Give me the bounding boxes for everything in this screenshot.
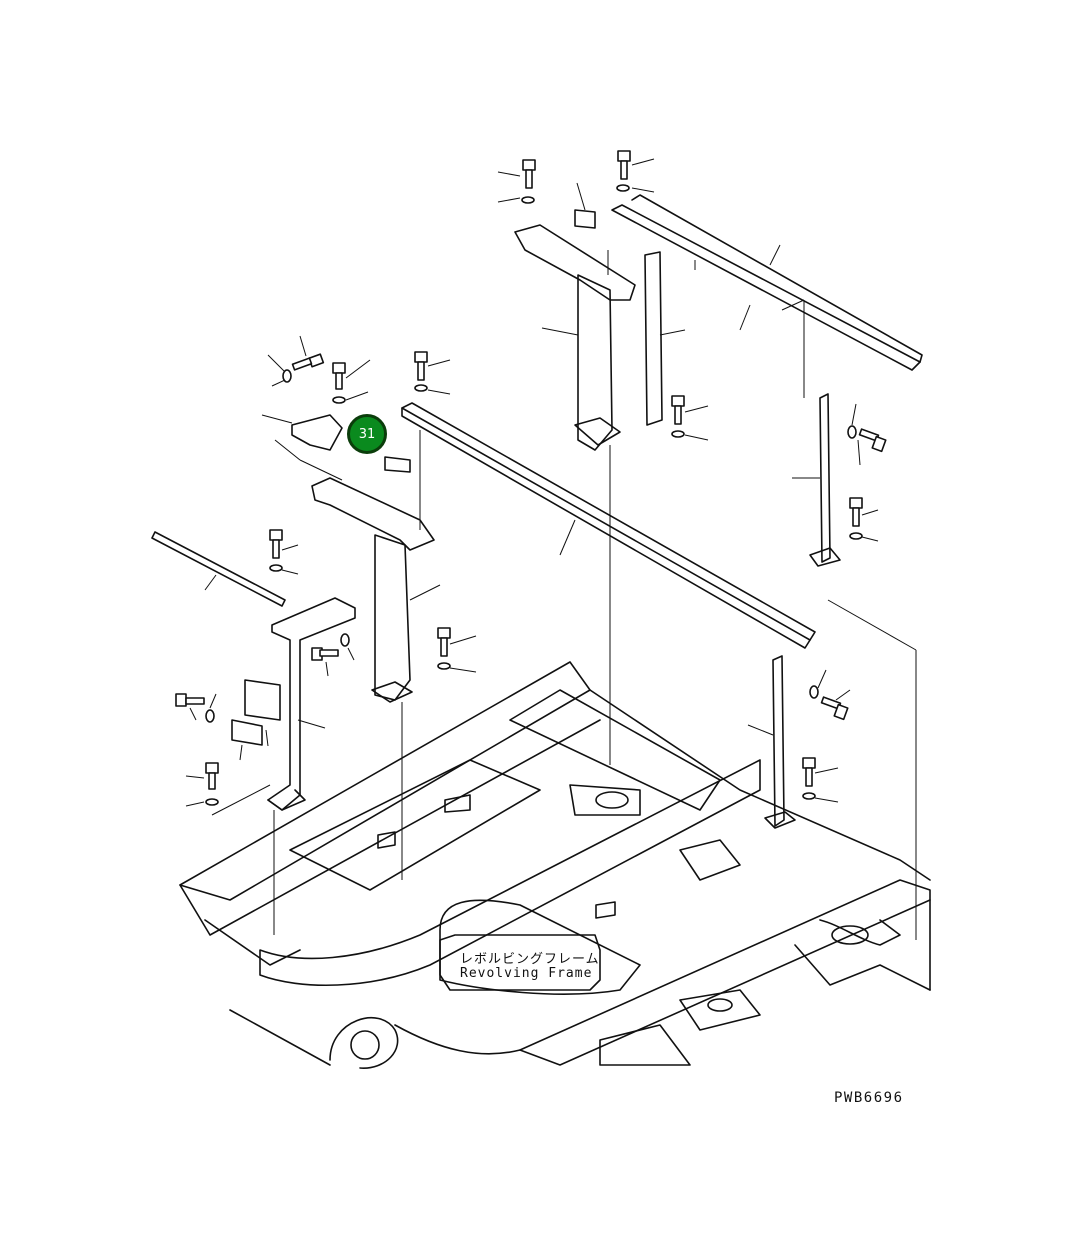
callout-31-button[interactable]: 31	[347, 414, 387, 454]
bolt-8	[849, 497, 879, 542]
bolt-12	[175, 693, 217, 723]
bolt-6	[671, 395, 709, 441]
bolt-1	[497, 159, 536, 204]
bolt-7	[847, 403, 887, 466]
bolt-9	[269, 529, 299, 575]
bolt-4	[332, 359, 371, 404]
left-bracket-stand	[231, 597, 356, 935]
assembly-leader-lines	[607, 250, 805, 398]
bolt-3	[414, 351, 451, 395]
diagram-reference-code: PWB6696	[834, 1090, 904, 1106]
bolt-5	[267, 335, 325, 387]
top-left-bracket	[261, 414, 343, 451]
bolt-14	[809, 669, 851, 721]
bolt-11	[437, 627, 477, 673]
top-column-assembly	[514, 182, 686, 535]
revolving-frame	[179, 661, 931, 1069]
fasteners	[175, 150, 887, 816]
bolt-2	[616, 150, 655, 193]
right-vertical-bracket	[747, 655, 796, 829]
center-column	[274, 439, 441, 880]
far-right-bracket	[792, 393, 917, 940]
middle-diagonal-beam	[401, 402, 816, 765]
bolt-15	[802, 757, 839, 803]
left-horizontal-bar	[151, 531, 286, 607]
frame-label-japanese: レボルビングフレーム	[460, 952, 600, 967]
frame-label-outline	[439, 934, 601, 991]
bolt-13	[185, 762, 271, 816]
bolt-10	[311, 633, 355, 677]
top-right-beam	[611, 194, 923, 371]
frame-label-english: Revolving Frame	[460, 966, 593, 981]
